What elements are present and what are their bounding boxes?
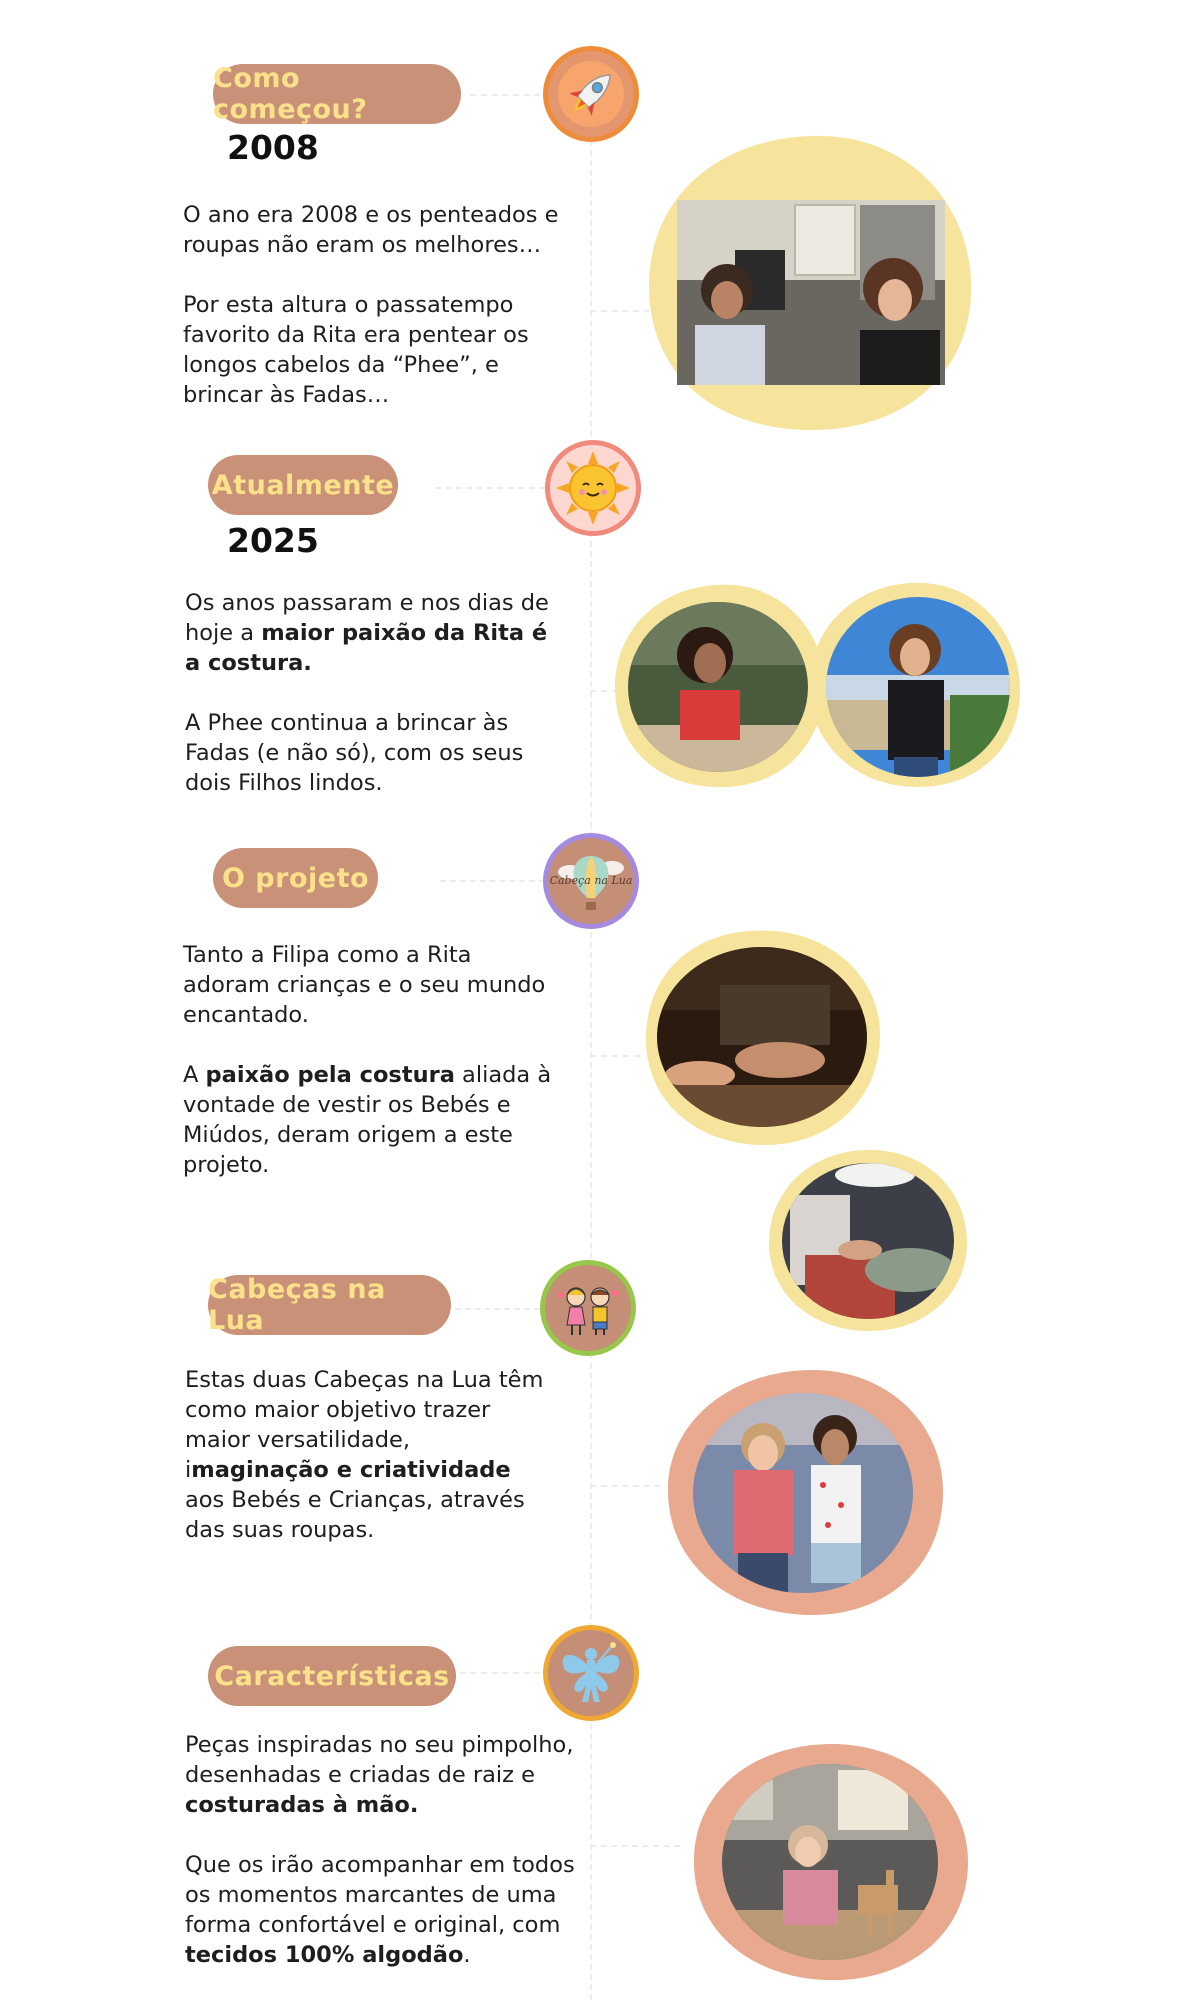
balloon-logo-icon: Cabeça na Lua <box>543 833 639 929</box>
kids-icon <box>540 1260 636 1356</box>
section-pill-como-comecou: Como começou? <box>213 63 461 125</box>
photo-founders-together <box>663 1365 948 1620</box>
year-2008: 2008 <box>227 128 319 167</box>
paragraph: Que os irão acompanhar em todos os momen… <box>185 1852 575 1968</box>
paragraph: Estas duas Cabeças na Lua têm como maior… <box>185 1367 544 1543</box>
connector <box>590 310 660 312</box>
paragraph: Tanto a Filipa como a Rita adoram crianç… <box>183 942 546 1028</box>
paragraph: A paixão pela costura aliada à vontade d… <box>183 1062 552 1178</box>
section-text-cabecas-na-lua: Estas duas Cabeças na Lua têm como maior… <box>185 1365 555 1545</box>
connector <box>435 487 545 489</box>
connector <box>460 1672 540 1674</box>
section-text-atualmente: Os anos passaram e nos dias de hoje a ma… <box>185 588 555 798</box>
paragraph: Peças inspiradas no seu pimpolho, desenh… <box>185 1732 574 1818</box>
year-2025: 2025 <box>227 521 319 560</box>
balloon-logo-text: Cabeça na Lua <box>549 874 633 887</box>
connector <box>455 1308 540 1310</box>
section-text-caracteristicas: Peças inspiradas no seu pimpolho, desenh… <box>185 1730 585 1970</box>
rocket-icon <box>543 46 639 142</box>
section-pill-o-projeto: O projeto <box>213 848 378 908</box>
paragraph: Os anos passaram e nos dias de hoje a ma… <box>185 590 549 676</box>
paragraph: Por esta altura o passatempo favorito da… <box>183 292 529 408</box>
photo-two-women-2025 <box>610 575 1025 795</box>
timeline-line <box>590 60 592 2000</box>
section-pill-caracteristicas: Características <box>208 1646 456 1706</box>
connector <box>590 1485 660 1487</box>
section-text-como-comecou: O ano era 2008 e os penteados e roupas n… <box>183 200 583 410</box>
paragraph: O ano era 2008 e os penteados e roupas n… <box>183 202 559 258</box>
connector <box>440 880 545 882</box>
sun-icon <box>545 440 641 536</box>
paragraph: A Phee continua a brincar às Fadas (e nã… <box>185 710 524 796</box>
photo-sewing-machine <box>640 925 885 1150</box>
connector <box>590 1055 640 1057</box>
connector <box>590 1845 680 1847</box>
connector <box>590 690 630 692</box>
section-pill-atualmente: Atualmente <box>208 455 398 515</box>
photo-sewing-close <box>765 1145 970 1335</box>
photo-girl-with-toys <box>688 1740 973 1985</box>
section-text-o-projeto: Tanto a Filipa como a Rita adoram crianç… <box>183 940 563 1180</box>
photo-girls-2008 <box>645 130 975 435</box>
fairy-icon <box>543 1625 639 1721</box>
connector <box>470 94 540 96</box>
section-pill-cabecas-na-lua: Cabeças na Lua <box>208 1274 451 1336</box>
